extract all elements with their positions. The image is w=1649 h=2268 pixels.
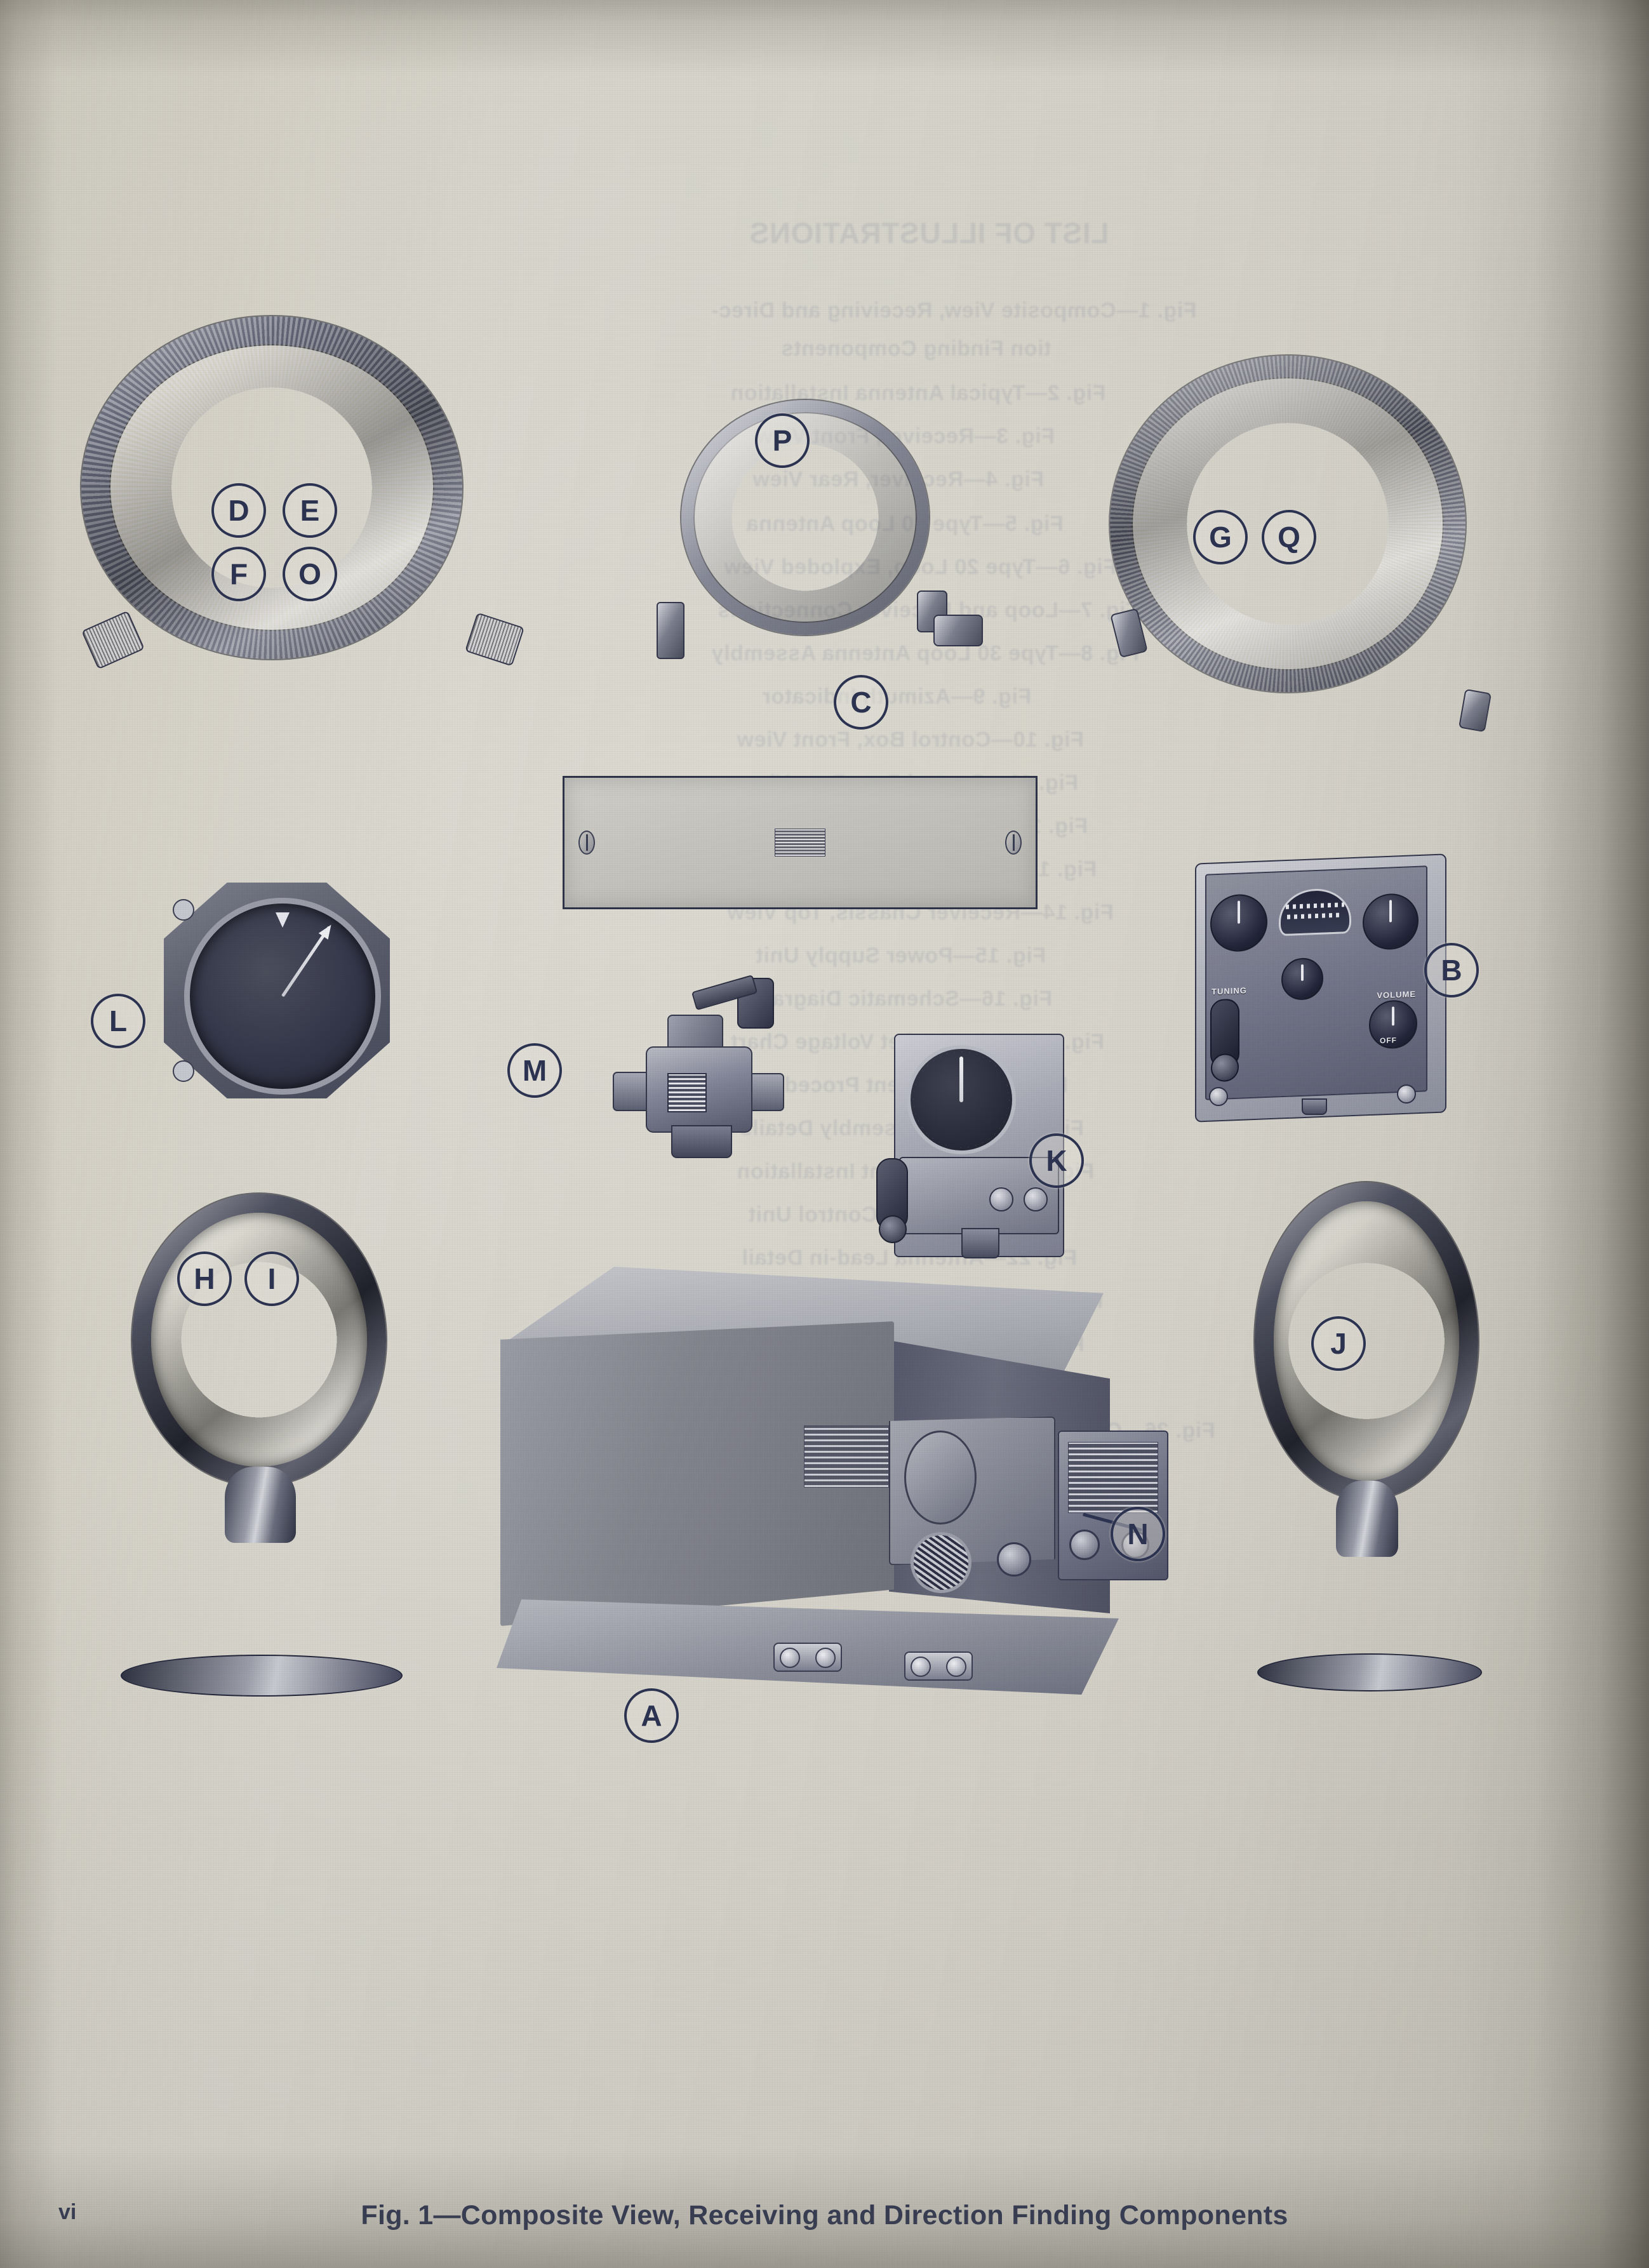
page-edge-shadow-top: [0, 0, 1649, 76]
lubber-line: [275, 912, 290, 928]
multipin-connector: [911, 1532, 971, 1593]
callout-a: A: [624, 1688, 679, 1743]
cable-connector-straight: [657, 602, 684, 659]
valve-port-right: [746, 1073, 784, 1111]
callout-e: E: [283, 483, 337, 538]
receptacle: [997, 1542, 1031, 1577]
mounting-stud: [1302, 1098, 1327, 1115]
dial-pointer: [959, 1057, 963, 1102]
page-edge-shadow-bottom: [0, 2147, 1649, 2268]
access-cover-plate: [904, 1431, 977, 1524]
callout-m: M: [507, 1043, 562, 1098]
valve-window: [667, 1073, 707, 1112]
callout-n: N: [1111, 1507, 1165, 1561]
connector-stub: [961, 1228, 999, 1258]
control-box: TUNING VOLUME OFF: [1195, 853, 1446, 1123]
subunit-receptacle: [1069, 1530, 1100, 1560]
panel-screw: [1397, 1084, 1416, 1104]
receiver-unit: [497, 1267, 1168, 1724]
callout-d: D: [211, 483, 266, 538]
captive-fastener: [1005, 830, 1022, 855]
loop-neck: [225, 1467, 296, 1543]
azimuth-indicator: [164, 883, 390, 1098]
callout-h: H: [177, 1251, 232, 1306]
receiver-nameplate: [804, 1425, 889, 1488]
terminal-post: [1024, 1187, 1048, 1211]
bearing-dial: [184, 897, 381, 1095]
valve-foot: [671, 1125, 732, 1158]
callout-q: Q: [1262, 510, 1316, 564]
mount-clamp: [904, 1651, 973, 1681]
valve-crank-unit: [613, 975, 803, 1175]
nameplate: [775, 829, 825, 857]
callout-p: P: [755, 413, 810, 468]
tuning-lever: [876, 1158, 908, 1243]
mounting-hole: [173, 1060, 194, 1082]
callout-f: F: [211, 547, 266, 601]
subunit-nameplate: [1068, 1442, 1158, 1513]
mount-clamp: [773, 1643, 842, 1672]
callout-b: B: [1424, 943, 1479, 997]
frequency-dial: [907, 1045, 1016, 1154]
cover-plate: [563, 776, 1038, 909]
loop-neck: [1336, 1481, 1398, 1557]
callout-i: I: [244, 1251, 299, 1306]
mounting-hole: [173, 899, 194, 921]
panel-screw: [1209, 1087, 1228, 1106]
figure-caption: Fig. 1—Composite View, Receiving and Dir…: [0, 2200, 1649, 2231]
captive-fastener: [578, 830, 595, 855]
loop-antenna-left: [121, 1194, 403, 1702]
page-edge-shadow-right: [1459, 0, 1649, 2268]
callout-l: L: [91, 994, 145, 1048]
callout-k: K: [1029, 1133, 1084, 1188]
callout-c: C: [834, 675, 888, 730]
callout-o: O: [283, 547, 337, 601]
page-edge-shadow-left: [0, 0, 57, 2268]
page-folio: vi: [58, 2200, 76, 2225]
loop-base-rim: [121, 1655, 403, 1697]
callout-g: G: [1193, 510, 1248, 564]
terminal-post: [989, 1187, 1013, 1211]
callout-j: J: [1311, 1316, 1366, 1371]
cable-connector-right-angle-barrel: [933, 615, 983, 646]
